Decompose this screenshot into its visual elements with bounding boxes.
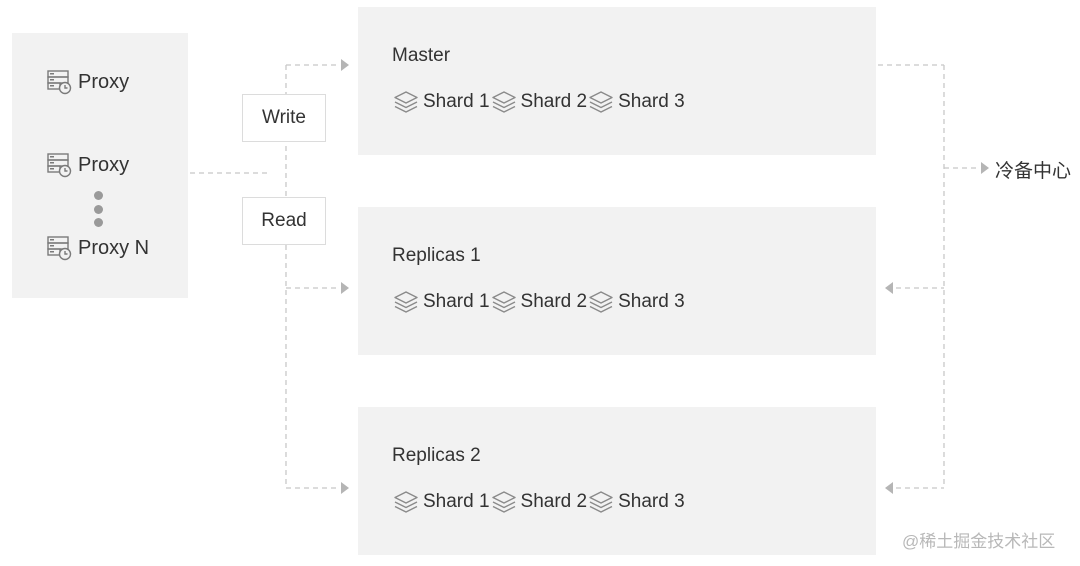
shard-item: Shard 1 <box>392 89 490 115</box>
backup-center-arrow-icon <box>981 162 989 174</box>
server-clock-icon <box>47 153 72 178</box>
replicas-2-backup-arrow-icon <box>885 482 893 494</box>
layers-icon <box>589 91 613 113</box>
shard-item: Shard 2 <box>490 289 588 315</box>
read-route-box: Read <box>242 197 326 245</box>
shard-item: Shard 1 <box>392 489 490 515</box>
layers-icon <box>589 491 613 513</box>
read-label: Read <box>261 210 307 231</box>
shard-item: Shard 1 <box>392 289 490 315</box>
shard-label: Shard 1 <box>423 291 490 312</box>
proxy-label: Proxy <box>78 70 130 93</box>
replicas-1-backup-arrow-icon <box>885 282 893 294</box>
layers-icon <box>491 491 516 513</box>
shard-list: Shard 1 Shard 2 Shard 3 <box>392 489 685 515</box>
shard-label: Shard 3 <box>618 291 685 312</box>
server-clock-icon <box>47 70 72 95</box>
layers-icon <box>491 91 516 113</box>
db-title: Master <box>392 45 451 66</box>
write-label: Write <box>262 107 306 128</box>
shard-label: Shard 1 <box>423 491 490 512</box>
shard-item: Shard 2 <box>490 489 588 515</box>
cold-backup-center-label: 冷备中心 <box>995 161 1072 182</box>
shard-list: Shard 1 Shard 2 Shard 3 <box>392 289 685 315</box>
proxy-item: Proxy <box>46 67 129 97</box>
shard-label: Shard 3 <box>618 91 685 112</box>
shard-item: Shard 3 <box>587 289 685 315</box>
shard-label: Shard 1 <box>423 91 490 112</box>
replicas-2-arrow-icon <box>341 482 349 494</box>
replicas-1-arrow-icon <box>341 282 349 294</box>
proxy-label: Proxy <box>78 153 130 176</box>
replicas-2-panel: Replicas 2 Shard 1 Shard 2 Shard 3 <box>358 407 876 555</box>
db-title: Replicas 2 <box>392 445 481 466</box>
shard-label: Shard 2 <box>520 491 588 512</box>
shard-label: Shard 3 <box>618 491 685 512</box>
layers-icon <box>589 291 613 313</box>
proxy-item: Proxy N <box>46 233 149 263</box>
shard-list: Shard 1 Shard 2 Shard 3 <box>392 89 685 115</box>
master-panel: Master Shard 1 Shard 2 Shard 3 <box>358 7 876 155</box>
shard-item: Shard 3 <box>587 489 685 515</box>
replicas-1-panel: Replicas 1 Shard 1 Shard 2 Shard 3 <box>358 207 876 355</box>
shard-label: Shard 2 <box>520 291 588 312</box>
shard-label: Shard 2 <box>520 91 588 112</box>
shard-item: Shard 2 <box>490 89 588 115</box>
shard-item: Shard 3 <box>587 89 685 115</box>
watermark: @稀土掘金技术社区 <box>902 532 1056 551</box>
server-clock-icon <box>47 236 72 261</box>
layers-icon <box>394 91 418 113</box>
proxy-label: Proxy N <box>78 236 150 259</box>
db-title: Replicas 1 <box>392 245 481 266</box>
master-arrow-icon <box>341 59 349 71</box>
layers-icon <box>394 291 418 313</box>
proxy-cluster-panel: Proxy Proxy Proxy <box>12 33 188 298</box>
more-proxies-ellipsis-icon <box>94 191 103 231</box>
proxy-item: Proxy <box>46 150 129 180</box>
write-route-box: Write <box>242 94 326 142</box>
layers-icon <box>394 491 418 513</box>
layers-icon <box>491 291 516 313</box>
